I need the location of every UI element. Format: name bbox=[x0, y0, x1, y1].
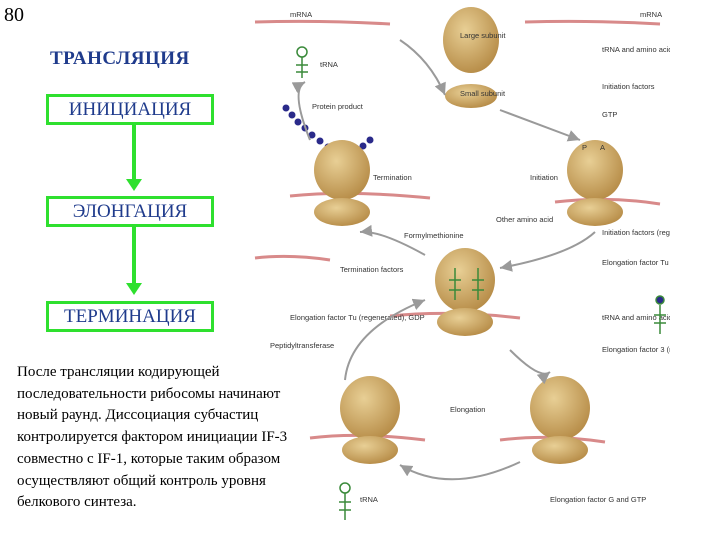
label-initiation-factors: Initiation factors bbox=[602, 82, 655, 91]
trna-icons-center bbox=[449, 268, 484, 300]
label-mrna-right: mRNA bbox=[640, 10, 662, 19]
trna-icon-bottom bbox=[339, 482, 351, 520]
label-site-p: P bbox=[582, 143, 587, 152]
ribosome-elongation-left bbox=[340, 376, 400, 464]
flow-arrow-1-head bbox=[126, 179, 142, 191]
stage-termination: ТЕРМИНАЦИЯ bbox=[46, 301, 214, 332]
label-peptidyltransferase: Peptidyltransferase bbox=[270, 341, 334, 350]
trna-icon-top-left bbox=[296, 46, 308, 78]
label-site-a: A bbox=[600, 143, 605, 152]
label-small-subunit: Small subunit bbox=[460, 89, 506, 98]
stage-initiation: ИНИЦИАЦИЯ bbox=[46, 94, 214, 125]
large-subunit-shape bbox=[443, 7, 499, 73]
label-trna-aa-right: tRNA and amino acid bbox=[602, 313, 670, 322]
label-termination-factors: Termination factors bbox=[340, 265, 404, 274]
label-protein-product: Protein product bbox=[312, 102, 364, 111]
ribosome-elongation-right bbox=[530, 376, 590, 464]
translation-cycle-figure: mRNA mRNA Large subunit Small subunit tR… bbox=[254, 7, 670, 520]
label-termination: Termination bbox=[373, 173, 412, 182]
ribosome-termination bbox=[314, 140, 370, 226]
label-initiation: Initiation bbox=[530, 173, 558, 182]
stage-elongation: ЭЛОНГАЦИЯ bbox=[46, 196, 214, 227]
label-other-aa: Other amino acid bbox=[496, 215, 553, 224]
ribosome-center bbox=[435, 248, 495, 336]
ribosome-initiation bbox=[567, 140, 623, 226]
label-large-subunit: Large subunit bbox=[460, 31, 506, 40]
label-init-factors-regen: Initiation factors (regenerated) and GDP bbox=[602, 228, 670, 237]
label-trna-bottom: tRNA bbox=[360, 495, 378, 504]
flow-arrow-2-head bbox=[126, 283, 142, 295]
flow-arrow-2 bbox=[132, 227, 136, 285]
label-trna-aa-top: tRNA and amino acid (formylmethionine) bbox=[602, 45, 670, 54]
small-subunit-shape bbox=[445, 84, 497, 108]
label-ef-tu-gtp: Elongation factor Tu and GTP bbox=[602, 258, 670, 267]
slide-title: ТРАНСЛЯЦИЯ bbox=[50, 48, 190, 69]
description-text: После трансляции кодирующей последовател… bbox=[17, 364, 288, 511]
label-mrna-left: mRNA bbox=[290, 10, 312, 19]
slide-number: 80 bbox=[4, 4, 24, 26]
label-formylmethionine: Formylmethionine bbox=[404, 231, 464, 240]
label-elongation: Elongation bbox=[450, 405, 485, 414]
label-ef-g: Elongation factor G and GTP bbox=[550, 495, 646, 504]
label-trna-left: tRNA bbox=[320, 60, 338, 69]
label-gtp-top: GTP bbox=[602, 110, 617, 119]
flow-arrow-1 bbox=[132, 125, 136, 181]
trna-icon-right bbox=[654, 295, 666, 334]
label-ef3-regen: Elongation factor 3 (regenerated) and GD… bbox=[602, 345, 670, 354]
cycle-arrows bbox=[291, 39, 596, 481]
label-ef-tu-regen: Elongation factor Tu (regenerated), GDP bbox=[290, 313, 425, 322]
